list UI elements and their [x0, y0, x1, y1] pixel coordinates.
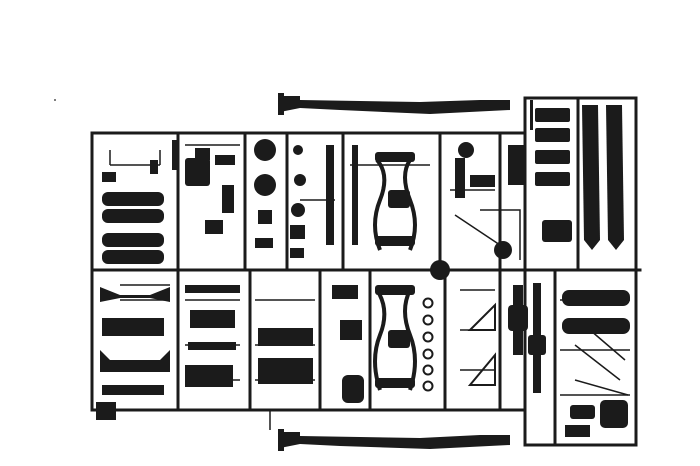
chassis-rail-top: [278, 93, 510, 115]
spring-blocks: [375, 285, 415, 388]
dust-speck: [54, 99, 56, 101]
chassis-rail-bottom: [278, 429, 510, 451]
sprue-frame: [90, 96, 642, 447]
axle-parts: [375, 142, 572, 280]
rear-axle: [508, 283, 546, 393]
tank-parts: [102, 140, 178, 264]
side-rails: [530, 100, 624, 250]
engine-parts: [185, 139, 358, 258]
cross-members: [96, 285, 364, 420]
brackets: [467, 302, 496, 386]
washers: [422, 297, 434, 392]
cylinders-right: [562, 290, 630, 437]
